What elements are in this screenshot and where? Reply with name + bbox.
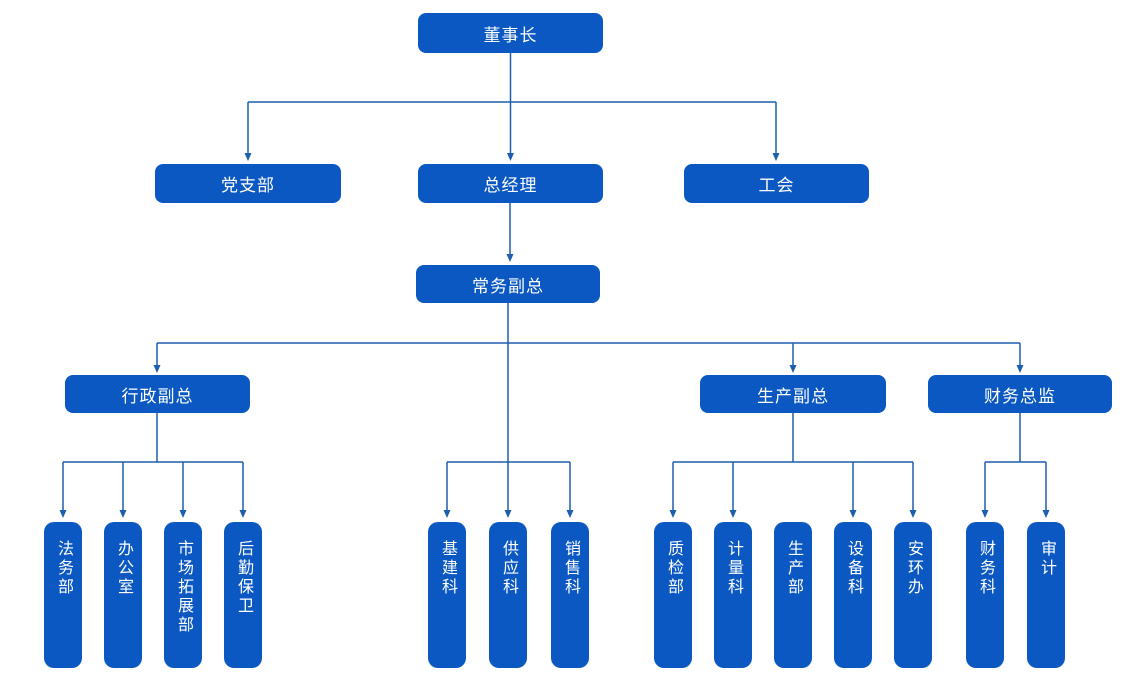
org-node-general-manager: 总经理 <box>418 164 603 203</box>
org-node-market-expansion-dept: 市场拓展部 <box>164 522 202 668</box>
org-node-finance-director: 财务总监 <box>928 375 1112 413</box>
org-node-executive-vp: 常务副总 <box>416 265 600 303</box>
org-node-audit: 审计 <box>1027 522 1065 668</box>
org-node-legal-dept: 法务部 <box>44 522 82 668</box>
org-node-sales-section: 销售科 <box>551 522 589 668</box>
org-node-infrastructure-section: 基建科 <box>428 522 466 668</box>
org-node-safety-env-office: 安环办 <box>894 522 932 668</box>
org-node-chairman: 董事长 <box>418 13 603 53</box>
org-node-quality-inspection-dept: 质检部 <box>654 522 692 668</box>
org-node-finance-section: 财务科 <box>966 522 1004 668</box>
org-node-labor-union: 工会 <box>684 164 869 203</box>
org-node-equipment-section: 设备科 <box>834 522 872 668</box>
org-node-production-dept: 生产部 <box>774 522 812 668</box>
org-node-production-vp: 生产副总 <box>700 375 886 413</box>
org-node-metrology-section: 计量科 <box>714 522 752 668</box>
org-node-admin-vp: 行政副总 <box>65 375 250 413</box>
org-node-logistics-security: 后勤保卫 <box>224 522 262 668</box>
org-node-supply-section: 供应科 <box>489 522 527 668</box>
org-node-party-branch: 党支部 <box>155 164 341 203</box>
org-node-office: 办公室 <box>104 522 142 668</box>
